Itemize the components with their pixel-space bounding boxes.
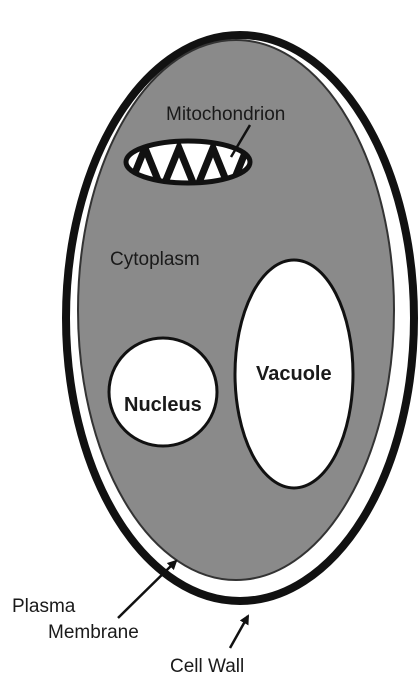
- cell-wall-label: Cell Wall: [170, 656, 244, 677]
- plasma-membrane-label-line2: Membrane: [48, 622, 139, 643]
- vacuole-label: Vacuole: [256, 363, 332, 385]
- nucleus: [109, 338, 217, 446]
- mitochondrion-label: Mitochondrion: [166, 104, 285, 125]
- cell-wall-arrow: [230, 616, 248, 648]
- plasma-membrane-label-line1: Plasma: [12, 596, 76, 617]
- plasma-membrane-arrow: [118, 561, 176, 618]
- cytoplasm-label: Cytoplasm: [110, 249, 200, 270]
- nucleus-label: Nucleus: [124, 394, 202, 416]
